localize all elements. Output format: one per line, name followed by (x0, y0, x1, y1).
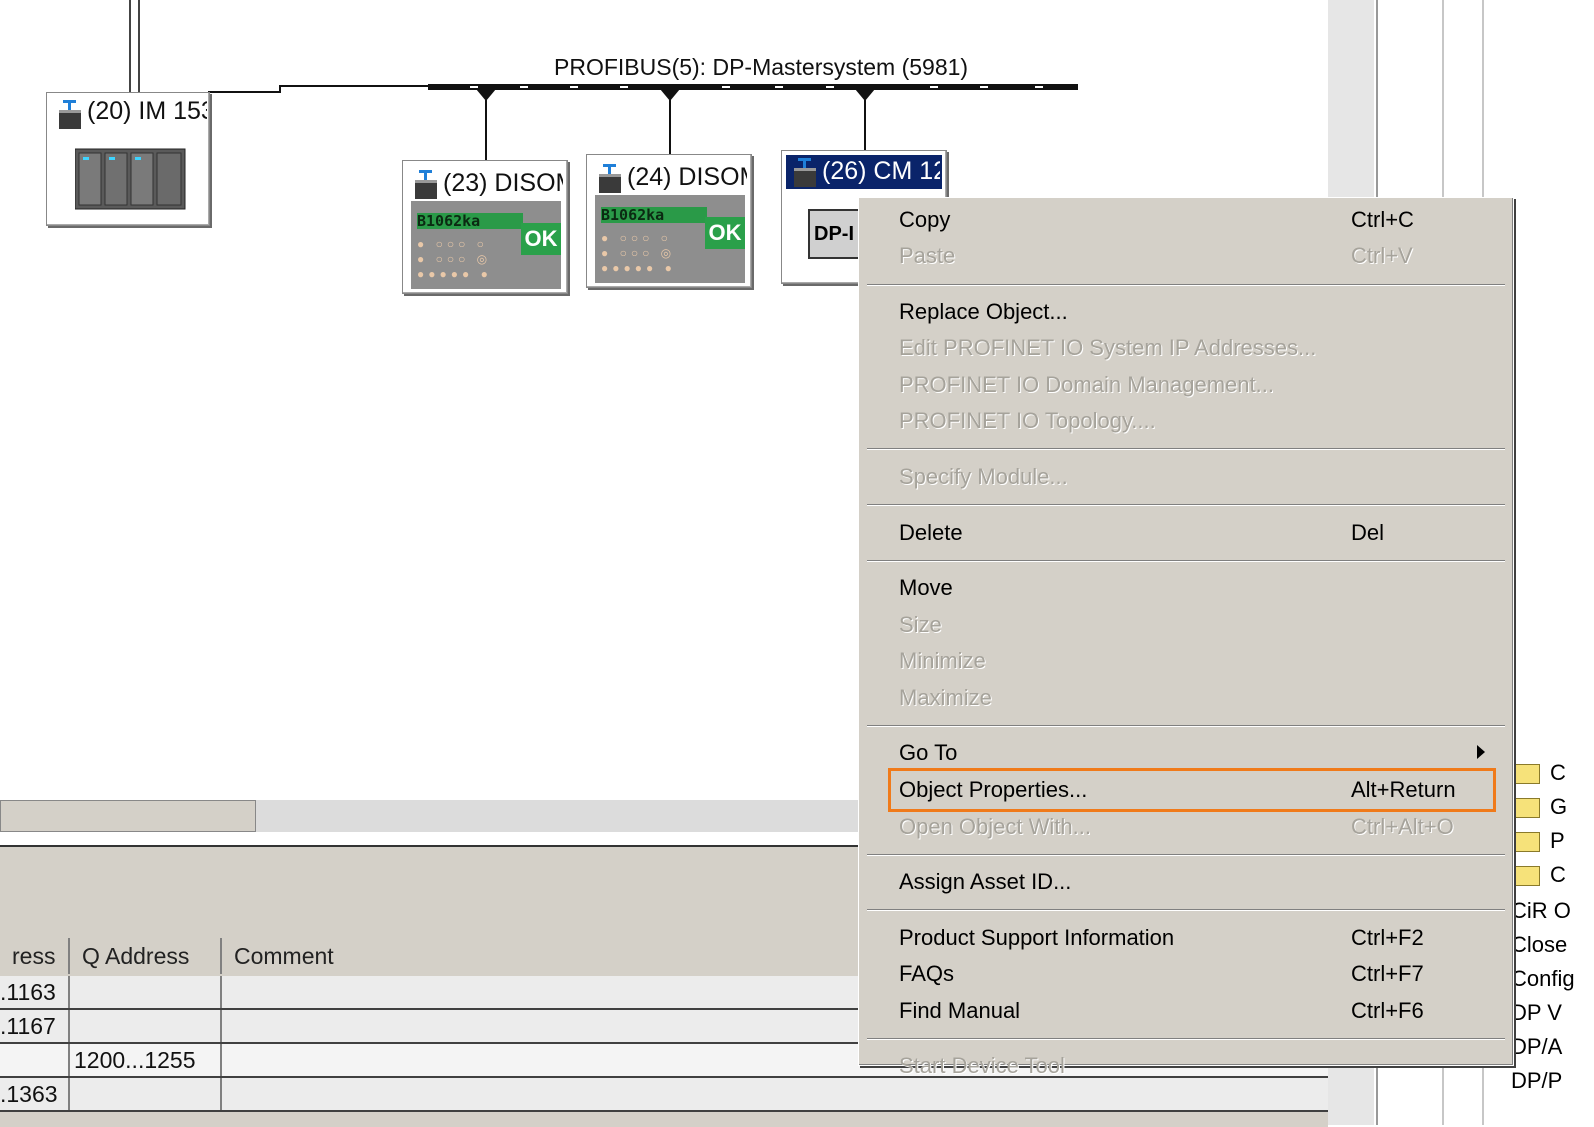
catalog-item[interactable]: DP/P (1511, 1068, 1563, 1093)
station-label: (26) CM 12 (822, 157, 940, 185)
menu-separator (867, 854, 1505, 856)
catalog-item[interactable]: Close (1511, 932, 1568, 957)
menu-separator (867, 504, 1505, 506)
menu-item-go-to[interactable]: Go To (899, 735, 1499, 771)
dp-slave-icon (57, 100, 83, 129)
catalog-item[interactable]: C (1550, 760, 1566, 785)
menu-item-minimize: Minimize (899, 648, 986, 673)
folder-icon (1512, 798, 1540, 818)
keypad: ● ○○○ ○● ○○○ ◎●●●●● ● (601, 231, 676, 275)
cell-i-address: .1167 (0, 1010, 70, 1042)
submenu-arrow-icon (1477, 745, 1485, 759)
menu-separator (867, 560, 1505, 562)
disomat-display: B1062ka (601, 207, 707, 223)
catalog-item[interactable]: DP V (1511, 1000, 1562, 1025)
menu-item-assign-asset-id[interactable]: Assign Asset ID... (899, 869, 1072, 894)
menu-item-move[interactable]: Move (899, 575, 953, 600)
catalog-item[interactable]: C (1550, 862, 1566, 887)
cell-q-address: 1200...1255 (70, 1044, 222, 1076)
menu-item-start-device-tool: Start Device Tool (899, 1053, 1065, 1078)
cell-q-address (70, 976, 222, 1008)
menu-item-specify-module: Specify Module... (899, 464, 1068, 489)
catalog-item[interactable]: Config (1511, 966, 1575, 991)
rack-icon (75, 148, 186, 210)
dp-slave-icon (413, 170, 439, 199)
bus-label: PROFIBUS(5): DP-Mastersystem (5981) (554, 54, 969, 80)
menu-item-size: Size (899, 612, 942, 637)
station-disomat-24[interactable]: (24) DISOM B1062ka ● ○○○ ○● ○○○ ◎●●●●● ●… (586, 154, 752, 288)
disomat-device-icon: B1062ka ● ○○○ ○● ○○○ ◎●●●●● ● OK (595, 195, 745, 283)
menu-separator (867, 448, 1505, 450)
dp-slave-icon (597, 164, 623, 193)
catalog-item[interactable]: DP/A (1511, 1034, 1563, 1059)
menu-separator (867, 284, 1505, 286)
menu-item-maximize: Maximize (899, 685, 992, 710)
station-label: (23) DISOM (443, 169, 563, 197)
scrollbar-thumb[interactable] (0, 800, 256, 832)
catalog-item[interactable]: CiR O (1511, 898, 1571, 923)
menu-separator (867, 1038, 1505, 1040)
station-label: (20) IM 153 (87, 97, 207, 125)
cell-i-address: .1163 (0, 976, 70, 1008)
column-header-q-address[interactable]: Q Address (70, 938, 222, 974)
menu-item-edit-profinet-ip: Edit PROFINET IO System IP Addresses... (899, 335, 1317, 360)
menu-item-object-properties[interactable]: Object Properties...Alt+Return (899, 777, 1456, 802)
keypad: ● ○○○ ○● ○○○ ◎●●●●● ● (417, 237, 492, 281)
ok-badge: OK (521, 223, 561, 255)
menu-item-replace-object[interactable]: Replace Object... (899, 299, 1068, 324)
catalog-item[interactable]: G (1550, 794, 1568, 819)
station-im153[interactable]: (20) IM 153 (46, 92, 210, 226)
menu-separator (867, 909, 1505, 911)
station-label: (24) DISOM (627, 163, 747, 191)
column-header-comment[interactable]: Comment (222, 938, 922, 974)
folder-icon (1512, 764, 1540, 784)
table-row[interactable]: .1363 (0, 1078, 1328, 1112)
column-header-i-address[interactable]: ress (0, 938, 70, 974)
disomat-device-icon: B1062ka ● ○○○ ○● ○○○ ◎●●●●● ● OK (411, 201, 561, 289)
catalog-item[interactable]: P (1550, 828, 1565, 853)
ok-badge: OK (705, 217, 745, 249)
cell-i-address (0, 1044, 70, 1076)
station-disomat-23[interactable]: (23) DISOM B1062ka ● ○○○ ○● ○○○ ◎●●●●● ●… (402, 160, 568, 294)
cell-i-address: .1363 (0, 1078, 70, 1110)
folder-icon (1512, 866, 1540, 886)
cell-q-address (70, 1010, 222, 1042)
menu-item-profinet-topology: PROFINET IO Topology.... (899, 408, 1156, 433)
folder-icon (1512, 832, 1540, 852)
menu-separator (867, 725, 1505, 727)
disomat-display: B1062ka (417, 213, 523, 229)
dp-slave-icon (792, 158, 818, 187)
network-lines (129, 0, 1078, 160)
menu-item-open-object-with: Open Object With...Ctrl+Alt+O (899, 814, 1454, 839)
highlight-box (888, 768, 1496, 812)
menu-item-profinet-domain: PROFINET IO Domain Management... (899, 372, 1274, 397)
cell-q-address (70, 1078, 222, 1110)
